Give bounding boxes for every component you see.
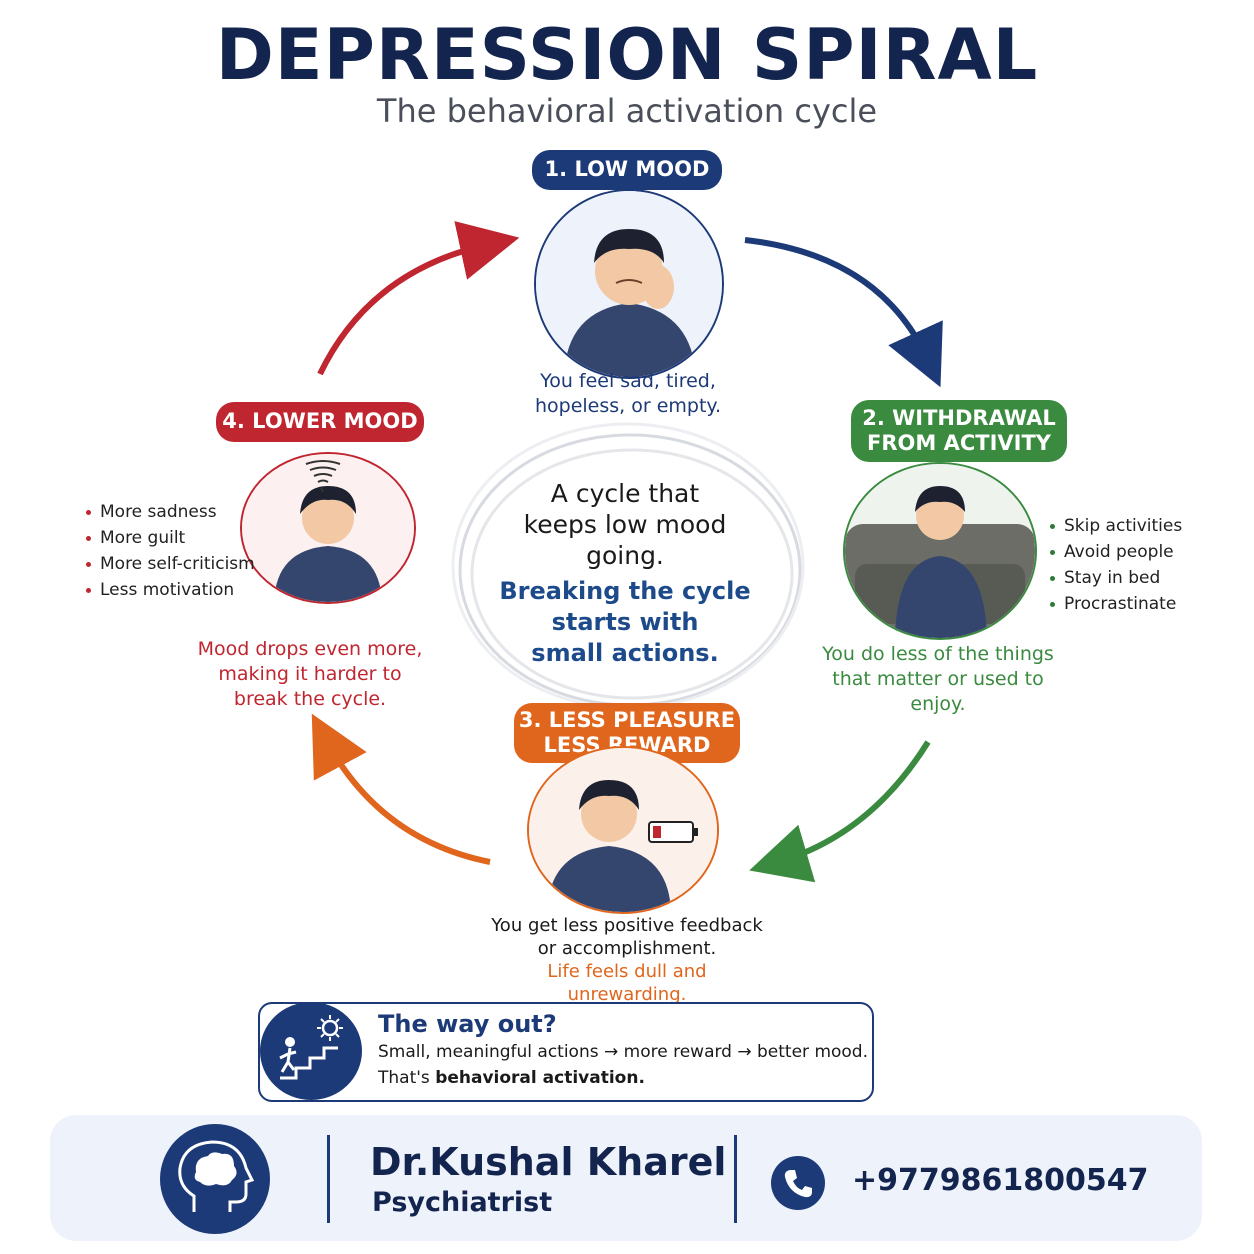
lower-mood-illustration (240, 452, 416, 604)
way-out-title: The way out? (378, 1010, 557, 1038)
arrow-lowermood-to-lowmood (317, 221, 520, 376)
arrow-withdrawal-to-lesspleasure (749, 740, 931, 883)
storm-cloud-icon (302, 458, 344, 494)
center-message: A cycle that keeps low mood going. (523, 479, 727, 570)
doctor-role: Psychiatrist (372, 1187, 553, 1218)
lower-mood-bullets: More sadness More guilt More self-critic… (86, 499, 255, 603)
list-item: More sadness (86, 499, 255, 525)
doctor-name: Dr.Kushal Kharel (370, 1140, 727, 1184)
less-pleasure-caption: You get less positive feedback or accomp… (491, 915, 763, 1005)
footer-divider (734, 1135, 737, 1223)
stage-lower-mood-label: 4. LOWER MOOD (216, 402, 424, 442)
phone-icon (771, 1156, 825, 1210)
page-subtitle: The behavioral activation cycle (376, 92, 878, 130)
way-out-line2: That's behavioral activation. (378, 1068, 645, 1088)
list-item: More guilt (86, 525, 255, 551)
list-item: Stay in bed (1050, 565, 1182, 591)
list-item: Less motivation (86, 577, 255, 603)
withdrawal-caption: You do less of the things that matter or… (822, 643, 1054, 715)
way-out-line1: Small, meaningful actions → more reward … (378, 1042, 869, 1062)
center-blue-message: Breaking the cycle starts with small act… (499, 577, 751, 667)
phone-number[interactable]: +9779861800547 (852, 1163, 1149, 1198)
footer-divider (327, 1135, 330, 1223)
stage-withdrawal-label: 2. WITHDRAWAL FROM ACTIVITY (851, 400, 1067, 462)
page-title: DEPRESSION SPIRAL (215, 14, 1039, 96)
arrow-lesspleasure-to-lowermood (311, 713, 491, 865)
stairs-sun-icon (260, 1002, 362, 1100)
list-item: More self-criticism (86, 551, 255, 577)
less-pleasure-illustration (527, 746, 719, 914)
low-mood-illustration (534, 189, 724, 379)
list-item: Procrastinate (1050, 591, 1182, 617)
brain-head-icon (160, 1124, 270, 1234)
withdrawal-illustration (843, 462, 1037, 640)
list-item: Avoid people (1050, 539, 1182, 565)
stage-low-mood-label: 1. LOW MOOD (532, 150, 722, 190)
withdrawal-bullets: Skip activities Avoid people Stay in bed… (1050, 513, 1182, 617)
arrow-lowmood-to-withdrawal (744, 237, 943, 388)
lower-mood-caption: Mood drops even more, making it harder t… (197, 638, 423, 710)
battery-low-icon (648, 820, 698, 844)
list-item: Skip activities (1050, 513, 1182, 539)
low-mood-caption: You feel sad, tired, hopeless, or empty. (534, 370, 722, 417)
